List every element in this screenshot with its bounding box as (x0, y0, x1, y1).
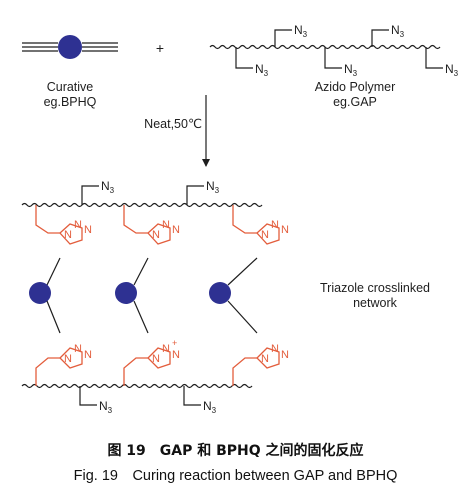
gap-azide-labels: N3 N3 N3 N3 N3 (255, 23, 459, 78)
azide-label: N3 (445, 62, 459, 78)
polymer-label-line1: Azido Polymer (314, 80, 396, 94)
svg-text:N: N (261, 229, 269, 241)
svg-text:N: N (281, 224, 289, 236)
polymer-label-line2: eg.GAP (333, 95, 377, 109)
triazole-ring (232, 347, 280, 386)
svg-text:N: N (84, 224, 92, 236)
plus-sign: + (155, 40, 165, 56)
svg-text:N: N (74, 219, 82, 231)
svg-text:N: N (74, 343, 82, 355)
polymer-label: Azido Polymer eg.GAP (290, 80, 420, 110)
network-bottom-chain (21, 383, 253, 406)
network-bottom-azide-labels: N3 N3 (99, 399, 217, 415)
triazole-ring (35, 347, 83, 386)
figure-caption-english: Fig. 19 Curing reaction between GAP and … (73, 468, 398, 484)
crosslink-column-2: N N N N N N + (115, 205, 180, 386)
network-label: Triazole crosslinked network (300, 281, 450, 311)
azide-label: N3 (203, 399, 217, 415)
svg-text:N: N (172, 349, 180, 361)
svg-text:N: N (162, 343, 170, 355)
curative-core (29, 282, 51, 304)
svg-text:N: N (172, 224, 180, 236)
network-label-line2: network (353, 296, 397, 310)
azide-label: N3 (391, 23, 405, 39)
network-label-line1: Triazole crosslinked (320, 281, 430, 295)
svg-text:N: N (64, 229, 72, 241)
curative-label: Curative eg.BPHQ (20, 80, 120, 110)
triazole-ring (123, 205, 171, 245)
curative-core (209, 282, 231, 304)
crosslink-column-1: N N N N N N (29, 205, 92, 386)
triazole-ring (232, 205, 280, 245)
svg-text:N: N (152, 353, 160, 365)
svg-text:N: N (261, 353, 269, 365)
reaction-condition: Neat,50℃ (144, 117, 202, 131)
curative-label-line1: Curative (46, 80, 94, 94)
curative-core (58, 35, 82, 59)
crosslink-column-3: N N N N N N (209, 205, 289, 386)
triazole-ring (123, 347, 171, 386)
network-top-azide-labels: N3 N3 (101, 179, 220, 195)
curative-core (115, 282, 137, 304)
svg-text:N: N (162, 219, 170, 231)
svg-text:N: N (152, 229, 160, 241)
triazole-ring (35, 205, 83, 245)
azide-label: N3 (255, 62, 269, 78)
azide-label: N3 (206, 179, 220, 195)
svg-text:+: + (172, 338, 177, 348)
curative-label-line2: eg.BPHQ (43, 95, 97, 109)
gap-polymer-chain (209, 29, 443, 69)
azide-label: N3 (99, 399, 113, 415)
svg-text:N: N (281, 349, 289, 361)
curative-molecule (22, 42, 118, 52)
svg-text:N: N (271, 219, 279, 231)
svg-text:N: N (84, 349, 92, 361)
azide-label: N3 (344, 62, 358, 78)
azide-label: N3 (101, 179, 115, 195)
svg-text:N: N (64, 353, 72, 365)
svg-text:N: N (271, 343, 279, 355)
figure-caption-chinese: 图 19 GAP 和 BPHQ 之间的固化反应 (107, 443, 364, 459)
network-top-chain (21, 185, 263, 208)
azide-label: N3 (294, 23, 308, 39)
